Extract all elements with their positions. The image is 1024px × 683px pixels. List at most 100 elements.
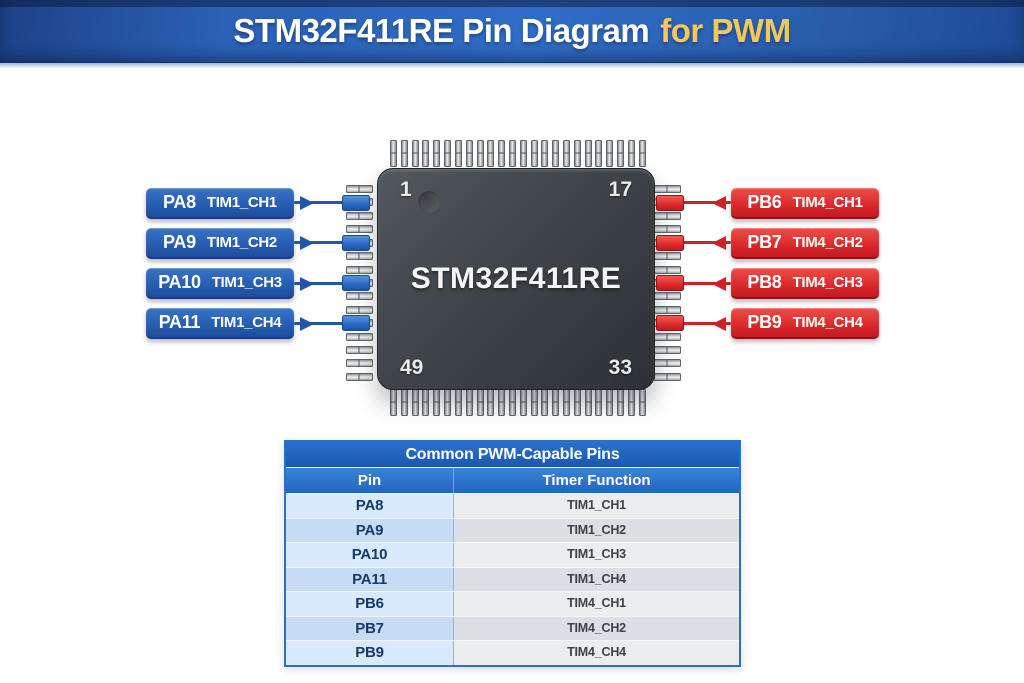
chip-pin	[400, 389, 408, 416]
highlighted-pin-pa10	[342, 275, 370, 291]
chip-pin	[498, 140, 506, 167]
corner-pin-number-bottom-left: 49	[400, 356, 424, 379]
chip-pin	[346, 211, 373, 220]
arrow-right-icon	[300, 317, 314, 331]
chip-pin	[444, 140, 452, 167]
chip-pin	[654, 346, 681, 355]
arrow-left-icon	[712, 236, 726, 250]
chip-pin	[508, 389, 516, 416]
cell-timer-function: TIM1_CH3	[454, 543, 739, 567]
cell-pin: PA10	[286, 543, 454, 567]
cell-pin: PA11	[286, 567, 454, 591]
label-pa9-pin: PA9	[163, 232, 196, 252]
chip-pin	[346, 346, 373, 355]
arrow-left-icon	[712, 277, 726, 291]
connector-pa9	[294, 241, 348, 244]
chip-pin	[411, 140, 419, 167]
chip-pin	[541, 140, 549, 167]
chip-pin	[433, 389, 441, 416]
arrow-right-icon	[300, 196, 314, 210]
chip-pin	[654, 359, 681, 368]
arrow-left-icon	[712, 196, 726, 210]
chip-pin	[465, 389, 473, 416]
corner-pin-number-top-left: 1	[400, 178, 412, 201]
label-pb6-pin: PB6	[747, 192, 782, 212]
chip-pin	[422, 389, 430, 416]
chip-pin	[530, 389, 538, 416]
cell-pin: PB9	[286, 641, 454, 665]
chip-pin	[627, 140, 635, 167]
chip-pin	[617, 140, 625, 167]
chip-pin	[346, 359, 373, 368]
arrow-right-icon	[300, 277, 314, 291]
chip-pin	[476, 389, 484, 416]
chip-pin	[638, 389, 646, 416]
chip-pin	[346, 185, 373, 193]
chip-package: 1 17 49 33 STM32F411RE	[377, 168, 655, 390]
chip-pin	[400, 140, 408, 167]
chip-pin	[530, 140, 538, 167]
connector-pa11	[294, 322, 348, 325]
connector-pb9	[682, 322, 731, 325]
chip-pin	[346, 332, 373, 341]
header-divider	[0, 63, 1024, 68]
cell-timer-function: TIM4_CH1	[454, 592, 739, 616]
chip-pin	[573, 140, 581, 167]
chip-pin	[346, 372, 373, 381]
label-pb8-pin: PB8	[747, 272, 782, 292]
chip-pins-left	[346, 185, 376, 381]
chip-pin	[654, 211, 681, 220]
chip-pin	[563, 140, 570, 167]
chip-pin	[465, 140, 473, 167]
chip-pin	[654, 185, 681, 193]
chip-pin	[584, 389, 592, 416]
chip-pin	[595, 140, 603, 167]
chip-pin	[487, 140, 495, 167]
chip-pin	[654, 225, 681, 234]
page-title-main: STM32F411RE Pin Diagram	[233, 12, 650, 49]
highlighted-pin-pb6	[656, 195, 684, 211]
cell-timer-function: TIM4_CH2	[454, 616, 739, 640]
chip-pin	[508, 140, 516, 167]
highlighted-pin-pb7	[656, 235, 684, 251]
pin1-notch-icon	[418, 191, 440, 213]
chip-pin	[411, 389, 419, 416]
connector-pb6	[682, 201, 731, 204]
label-pa8-fn: TIM1_CH1	[206, 194, 277, 211]
label-pa10-pin: PA10	[158, 272, 201, 292]
label-pa11-fn: TIM1_CH4	[211, 314, 282, 331]
chip-name: STM32F411RE	[410, 262, 622, 295]
column-header-timer-function: Timer Function	[542, 472, 651, 489]
chip-pin	[454, 389, 462, 416]
label-pb7-fn: TIM4_CH2	[792, 234, 863, 251]
chip-pin	[346, 252, 373, 261]
chip-pin	[476, 140, 484, 167]
corner-pin-number-top-right: 17	[608, 178, 632, 201]
chip-pin	[573, 389, 581, 416]
table-header-row: Pin Timer Function	[286, 468, 739, 493]
column-header-pin: Pin	[286, 468, 454, 493]
chip-pin	[654, 305, 681, 314]
connector-pa8	[294, 201, 348, 204]
highlighted-pin-pb9	[656, 315, 684, 331]
chip-pin	[552, 389, 560, 416]
connector-pb7	[682, 241, 731, 244]
pwm-pins-table: Common PWM-Capable Pins Pin Timer Functi…	[284, 440, 741, 667]
table-title: Common PWM-Capable Pins	[286, 442, 739, 468]
chip-pin	[584, 140, 592, 167]
arrow-left-icon	[712, 317, 726, 331]
chip-pin	[346, 305, 373, 314]
chip-pin	[552, 140, 560, 167]
chip-pin	[487, 389, 495, 416]
label-pa8: PA8 TIM1_CH1	[146, 188, 294, 219]
label-pb6: PB6 TIM4_CH1	[731, 188, 879, 219]
label-pb7-pin: PB7	[747, 232, 782, 252]
chip-pin	[519, 389, 527, 416]
